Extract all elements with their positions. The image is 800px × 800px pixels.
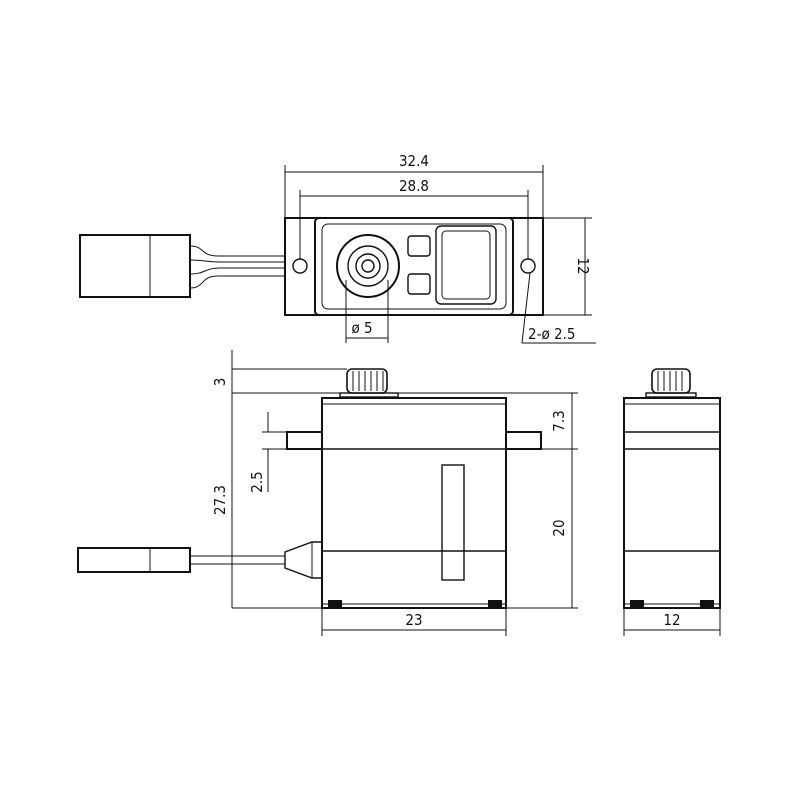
- front-left-tab: [286, 431, 323, 450]
- top-small-square-2: [407, 273, 431, 295]
- dim-body-label: 20: [550, 519, 568, 536]
- dim-front-20: 20: [506, 449, 578, 609]
- dim-upper-label: 7.3: [550, 410, 568, 431]
- front-cable: [77, 541, 322, 579]
- front-right-tab: [505, 431, 542, 450]
- top-small-square-1: [407, 235, 431, 257]
- front-view: 3 27.3 2.5 7.3 20: [77, 350, 578, 636]
- side-case: [623, 397, 721, 609]
- side-view: 12: [623, 368, 721, 636]
- dim-28-8: 28.8: [299, 177, 529, 259]
- dim-hole-spacing-label: 28.8: [399, 177, 429, 195]
- dim-front-7-3: 7.3: [398, 392, 578, 450]
- dim-holes: 2-ø 2.5: [521, 272, 596, 344]
- dim-side-12: 12: [623, 608, 721, 636]
- top-view: 32.4 28.8 12 ø 5 2-ø 2.5: [79, 152, 596, 344]
- dim-top-height-label: 12: [574, 257, 592, 274]
- dim-shaft-diameter-label: ø 5: [351, 319, 372, 337]
- front-label-strip: [441, 464, 465, 581]
- right-mount-hole: [520, 258, 536, 274]
- top-wires: [189, 245, 285, 289]
- dim-total-height-label: 27.3: [211, 485, 229, 515]
- front-case: [321, 397, 507, 609]
- side-spline: [645, 368, 697, 398]
- dim-front-27-3: 27.3: [211, 369, 322, 609]
- top-label-window: [435, 225, 497, 305]
- dim-front-2-5: 2.5: [248, 412, 287, 493]
- top-case: [314, 217, 514, 316]
- top-flange: [284, 217, 544, 316]
- dim-holes-label: 2-ø 2.5: [528, 325, 575, 343]
- dim-width-label: 23: [405, 611, 422, 629]
- dim-top-12: 12: [543, 217, 592, 316]
- dim-front-3: 3: [211, 350, 347, 394]
- dim-front-23: 23: [321, 608, 507, 636]
- output-shaft: [336, 234, 400, 298]
- dim-tab-thickness-label: 2.5: [248, 471, 266, 492]
- dim-top-label: 3: [211, 378, 229, 387]
- left-mount-hole: [292, 258, 308, 274]
- dim-side-width-label: 12: [663, 611, 680, 629]
- dim-shaft: ø 5: [345, 280, 389, 343]
- dim-32-4: 32.4: [284, 152, 544, 218]
- front-spline: [339, 368, 399, 398]
- top-connector: [79, 234, 191, 298]
- dim-overall-width-label: 32.4: [399, 152, 429, 170]
